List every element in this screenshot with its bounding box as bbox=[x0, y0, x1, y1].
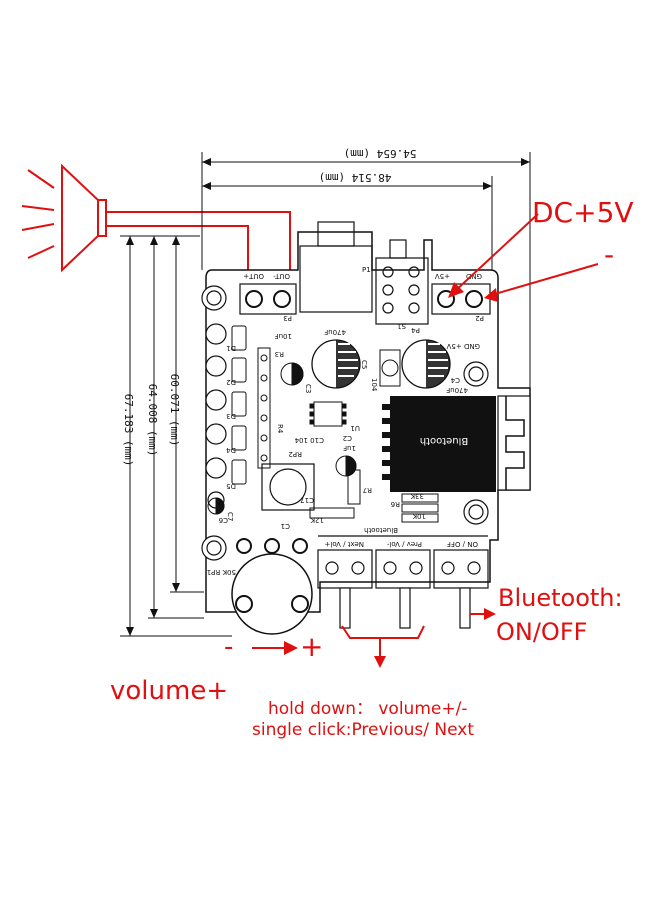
pcb-label-p3: P3 bbox=[283, 314, 292, 322]
pcb-label-r4: R4 bbox=[276, 424, 284, 434]
speaker-icon bbox=[21, 163, 107, 273]
cap-c3 bbox=[280, 362, 304, 386]
connector-p2 bbox=[431, 283, 491, 315]
volume-arrowhead bbox=[284, 641, 298, 655]
pcb-label-c2: C2 bbox=[343, 434, 352, 442]
pcb-label-p2: P2 bbox=[475, 314, 484, 322]
dim-width-total: 54.654 (mm) bbox=[344, 147, 417, 160]
pcb-label-gnd: GND bbox=[466, 272, 482, 280]
pcb-label-470-c4: 470uF bbox=[446, 386, 468, 394]
pcb-label-c5: C5 bbox=[360, 360, 368, 369]
potentiometer-rp2 bbox=[261, 463, 315, 511]
pcb-label-u1: U1 bbox=[350, 424, 360, 432]
label-minus-bottom: - bbox=[224, 632, 234, 662]
dim-height-c: 67.183 (mm) bbox=[122, 394, 135, 467]
pcb-label-12k: 12K bbox=[310, 516, 324, 524]
pcb-label-plus5v: +5V bbox=[435, 272, 450, 280]
pcb-label-104: 104 bbox=[370, 378, 378, 392]
pcb-label-d2: D2 bbox=[226, 378, 236, 386]
bluetooth-module bbox=[382, 395, 531, 492]
pcb-label-bluetooth-small: Bluetooth bbox=[364, 526, 398, 534]
pcb-label-r6: R6 bbox=[390, 500, 400, 508]
bluetooth-module-label: Bluetooth bbox=[420, 435, 469, 446]
pcb-label-gnd-plus5v: GND +5V bbox=[446, 342, 480, 350]
dimension-lines-top bbox=[201, 152, 531, 390]
pcb-label-s1: S1 bbox=[397, 322, 406, 330]
label-minus-top: - bbox=[604, 238, 615, 271]
pcb-label-c17: C17 bbox=[300, 496, 314, 504]
pcb-label-10k: 10K bbox=[412, 512, 426, 520]
pcb-label-r3: R3 bbox=[275, 350, 284, 358]
label-bluetooth-line1: Bluetooth: bbox=[498, 584, 623, 612]
resistor-group-mid bbox=[309, 469, 439, 523]
prev-next-bracket bbox=[341, 625, 425, 658]
prev-next-arrowhead bbox=[374, 656, 386, 668]
switch-actuators bbox=[339, 587, 471, 629]
pcb-outline bbox=[205, 231, 531, 613]
pcb-label-rp2: RP2 bbox=[288, 450, 302, 458]
pin-header bbox=[375, 257, 429, 325]
dc-arrows bbox=[453, 213, 599, 297]
dim-height-a: 60.071 (mm) bbox=[168, 374, 181, 447]
pcb-label-1uf: 1uF bbox=[343, 444, 356, 452]
pcb-label-r5: R5 bbox=[429, 484, 438, 492]
pcb-label-out-plus: OUT+ bbox=[243, 272, 264, 280]
bluetooth-arrowhead bbox=[484, 608, 496, 620]
dim-height-b: 64.008 (mm) bbox=[146, 384, 159, 457]
dc-arrowhead-minus bbox=[484, 288, 498, 302]
dc-arrowhead-plus bbox=[448, 282, 464, 298]
pcb-label-r7: R7 bbox=[363, 486, 372, 494]
label-bluetooth-line2: ON/OFF bbox=[496, 618, 588, 646]
pcb-label-sw-k1: ON / OFF bbox=[447, 540, 478, 548]
dim-width-inner: 48.514 (mm) bbox=[319, 171, 392, 184]
resistor-column bbox=[257, 347, 271, 469]
pcb-label-out-minus: OUT- bbox=[273, 272, 290, 280]
label-volume-plus: volume+ bbox=[110, 676, 229, 706]
pcb-label-p1: P1 bbox=[362, 266, 371, 274]
pcb-label-c4: C4 bbox=[450, 376, 460, 384]
capacitor-c5 bbox=[311, 339, 361, 389]
led-column bbox=[205, 323, 227, 509]
pcb-label-c10: C10 104 bbox=[294, 436, 324, 444]
dimension-arrows-top bbox=[202, 158, 530, 190]
cap-c7 bbox=[207, 497, 225, 515]
dimension-arrows-left bbox=[126, 236, 180, 636]
label-dc-5v: DC+5V bbox=[532, 196, 634, 229]
label-hold-down: hold down： volume+/- bbox=[268, 699, 468, 719]
pcb-label-470-c5: 470uF bbox=[324, 328, 346, 336]
pcb-label-p4: P4 bbox=[411, 326, 420, 334]
mounting-holes bbox=[201, 285, 489, 561]
pcb-label-d1: D1 bbox=[226, 344, 236, 352]
pcb-label-c1: C1 bbox=[281, 522, 290, 530]
connector-p3 bbox=[239, 283, 297, 315]
ic-u1 bbox=[309, 401, 347, 427]
dimension-lines-left bbox=[120, 235, 232, 637]
pcb-label-10uf: 10uF bbox=[275, 332, 292, 340]
potentiometer-rp1 bbox=[231, 538, 313, 635]
pcb-label-c7: C7 bbox=[226, 512, 234, 521]
cap-104-small bbox=[379, 349, 401, 387]
pcb-label-c3: C3 bbox=[304, 384, 312, 393]
pcb-label-rp1: 50K RP1 bbox=[207, 568, 236, 576]
pcb-label-d4: D4 bbox=[226, 446, 236, 454]
capacitor-c4 bbox=[401, 339, 451, 389]
pcb-label-d3: D3 bbox=[226, 412, 236, 420]
pcb-label-sw-k2: Prev / Vol- bbox=[386, 540, 422, 548]
pcb-label-d5: D5 bbox=[226, 482, 236, 490]
pcb-label-c6: C6 bbox=[218, 516, 228, 524]
label-plus-bottom: + bbox=[300, 630, 324, 663]
led-pads bbox=[231, 325, 247, 485]
label-single-click: single click:Previous/ Next bbox=[252, 720, 475, 740]
pcb-label-33k: 33K bbox=[410, 492, 424, 500]
pcb-label-sw-k3: Next / Vol+ bbox=[324, 540, 364, 548]
